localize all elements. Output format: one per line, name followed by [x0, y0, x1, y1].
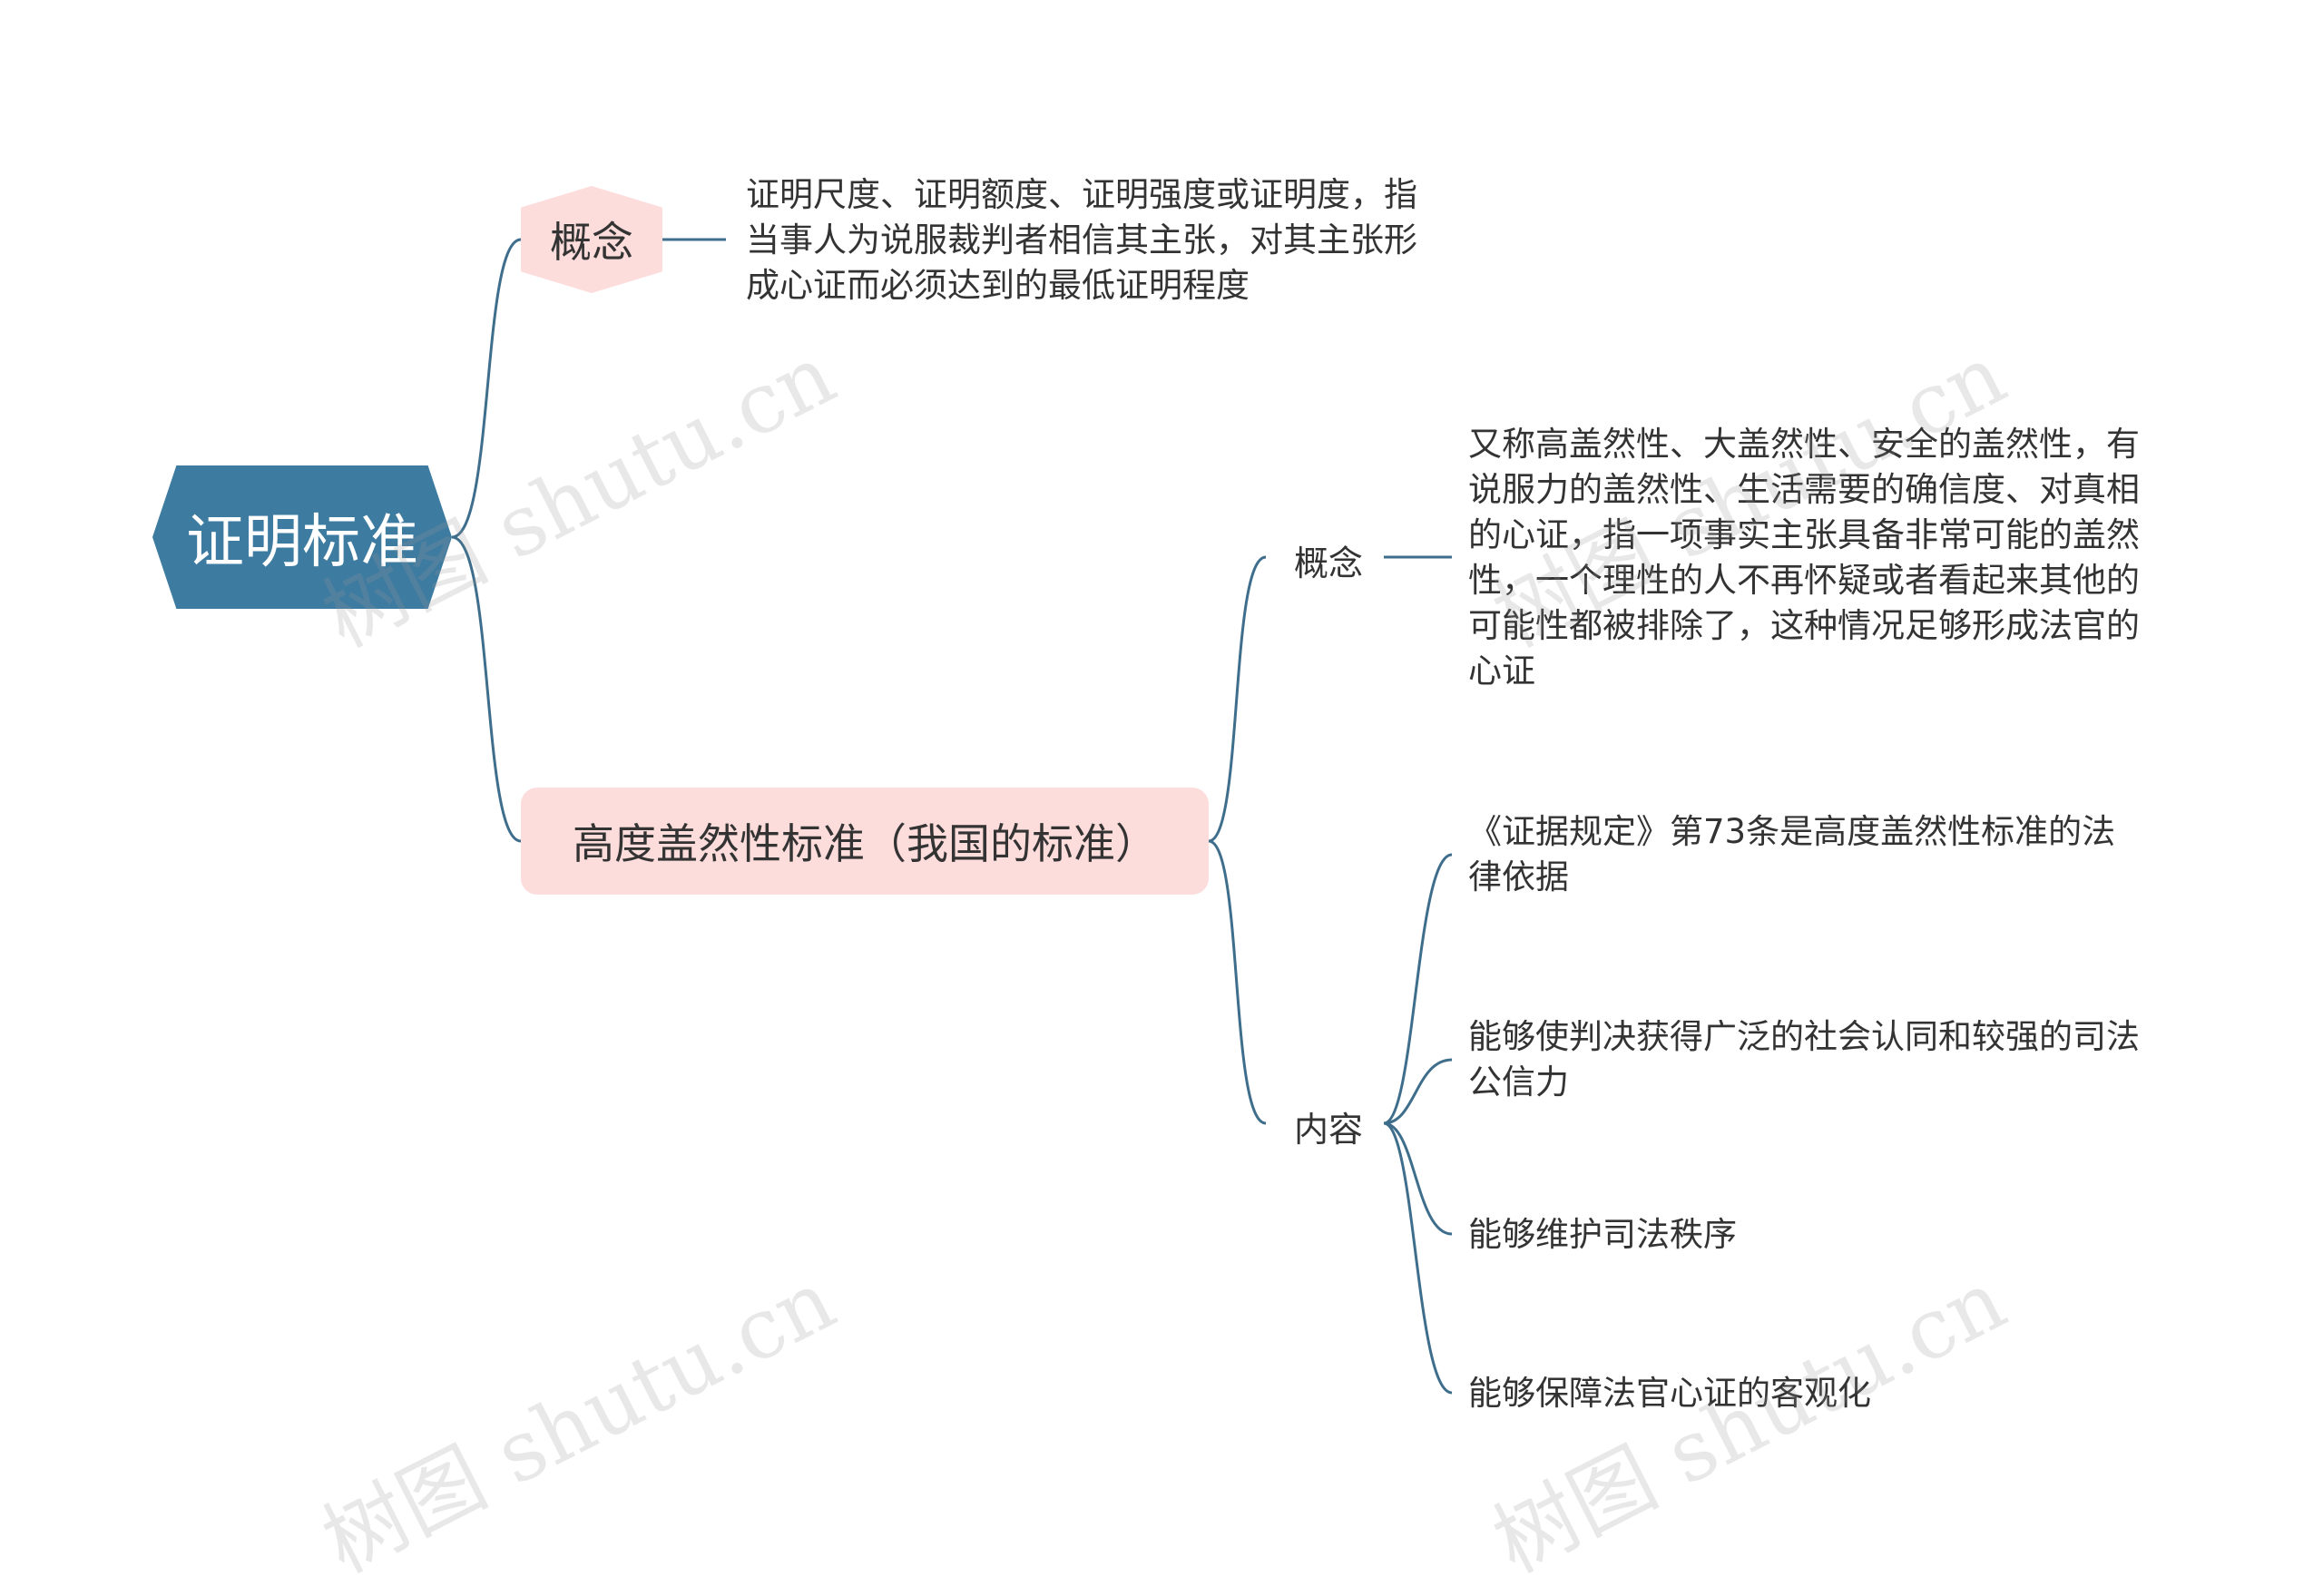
- connector-standard-concept: [1208, 555, 1267, 843]
- root-label: 证明标准: [186, 509, 418, 576]
- connector-content-item-1: [1383, 853, 1453, 1125]
- branch-standard-label: 高度盖然性标准（我国的标准）: [573, 819, 1157, 868]
- content-item-2: 能够使判决获得广泛的社会认同和较强的司法 公信力: [1468, 1017, 2140, 1102]
- subnode-concept-label[interactable]: 概念: [1294, 543, 1364, 583]
- connector-content-item-4: [1383, 1121, 1453, 1395]
- branch-concept-label: 概念: [550, 218, 633, 267]
- content-item-3: 能够维护司法秩序: [1468, 1215, 1737, 1254]
- subnode-concept-text: 又称高盖然性、大盖然性、安全的盖然性，有 说服力的盖然性、生活需要的确信度、对真…: [1468, 425, 2140, 690]
- connector-standard-content: [1208, 839, 1267, 1125]
- content-item-1: 《证据规定》第73条是高度盖然性标准的法 律依据: [1468, 812, 2116, 896]
- connector-content-item-3: [1383, 1121, 1453, 1236]
- content-item-4: 能够保障法官心证的客观化: [1468, 1374, 1871, 1413]
- subnode-content-label[interactable]: 内容: [1294, 1110, 1364, 1150]
- root-node[interactable]: 证明标准: [152, 465, 452, 609]
- concept-text: 证明尺度、证明额度、证明强度或证明度，指 当事人为说服裁判者相信其主张，对其主张…: [746, 175, 1417, 305]
- connector-root-concept: [451, 238, 522, 539]
- connector-root-standard: [451, 535, 522, 843]
- connector-content-item-2: [1383, 1058, 1453, 1125]
- branch-standard-node[interactable]: 高度盖然性标准（我国的标准）: [521, 788, 1209, 895]
- branch-concept-node[interactable]: 概念: [521, 186, 662, 293]
